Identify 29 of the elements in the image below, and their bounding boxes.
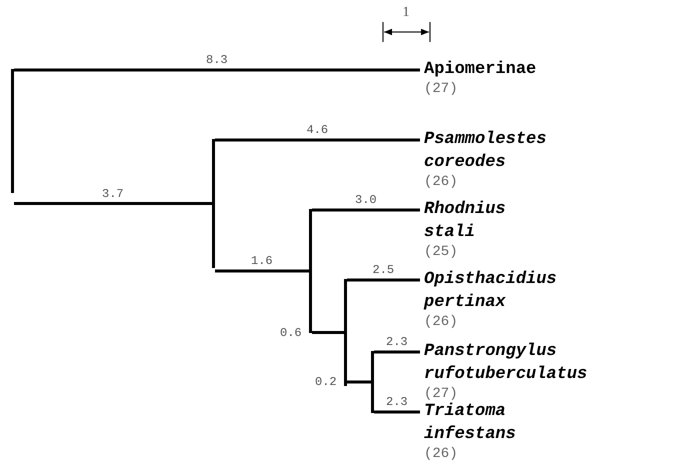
taxon-label: Psammolestes coreodes — [424, 128, 624, 174]
tree-branch — [374, 410, 420, 414]
tree-branch — [312, 208, 420, 212]
taxon-label: Apiomerinae — [424, 58, 664, 81]
branch-node — [11, 69, 14, 193]
taxon-label: Triatoma infestans — [424, 400, 534, 446]
branch-node — [344, 279, 347, 386]
count-label: (26) — [424, 174, 458, 190]
tree-branch — [215, 138, 420, 142]
taxon-label: Opisthacidius pertinax — [424, 268, 624, 314]
tree-branch — [14, 202, 212, 205]
count-label: (25) — [424, 244, 458, 260]
count-label: (26) — [424, 446, 458, 462]
taxon-label: Panstrongylus rufotuberculatus — [424, 340, 664, 386]
branch-node — [309, 209, 312, 333]
tree-branch — [312, 331, 344, 334]
tree-branch — [347, 278, 420, 282]
branch-length-label: 3.7 — [101, 186, 125, 200]
branch-node — [212, 139, 215, 268]
tree-branch — [215, 270, 309, 272]
count-label: (27) — [424, 81, 458, 97]
taxon-label: Rhodnius stali — [424, 198, 534, 244]
tree-branch — [14, 68, 420, 72]
branch-node — [371, 351, 374, 413]
count-label: (26) — [424, 314, 458, 330]
tree-branch — [374, 350, 420, 354]
branch-length-label: 0.6 — [279, 326, 303, 340]
count-label: (27) — [424, 386, 458, 402]
tree-branch — [347, 380, 371, 384]
